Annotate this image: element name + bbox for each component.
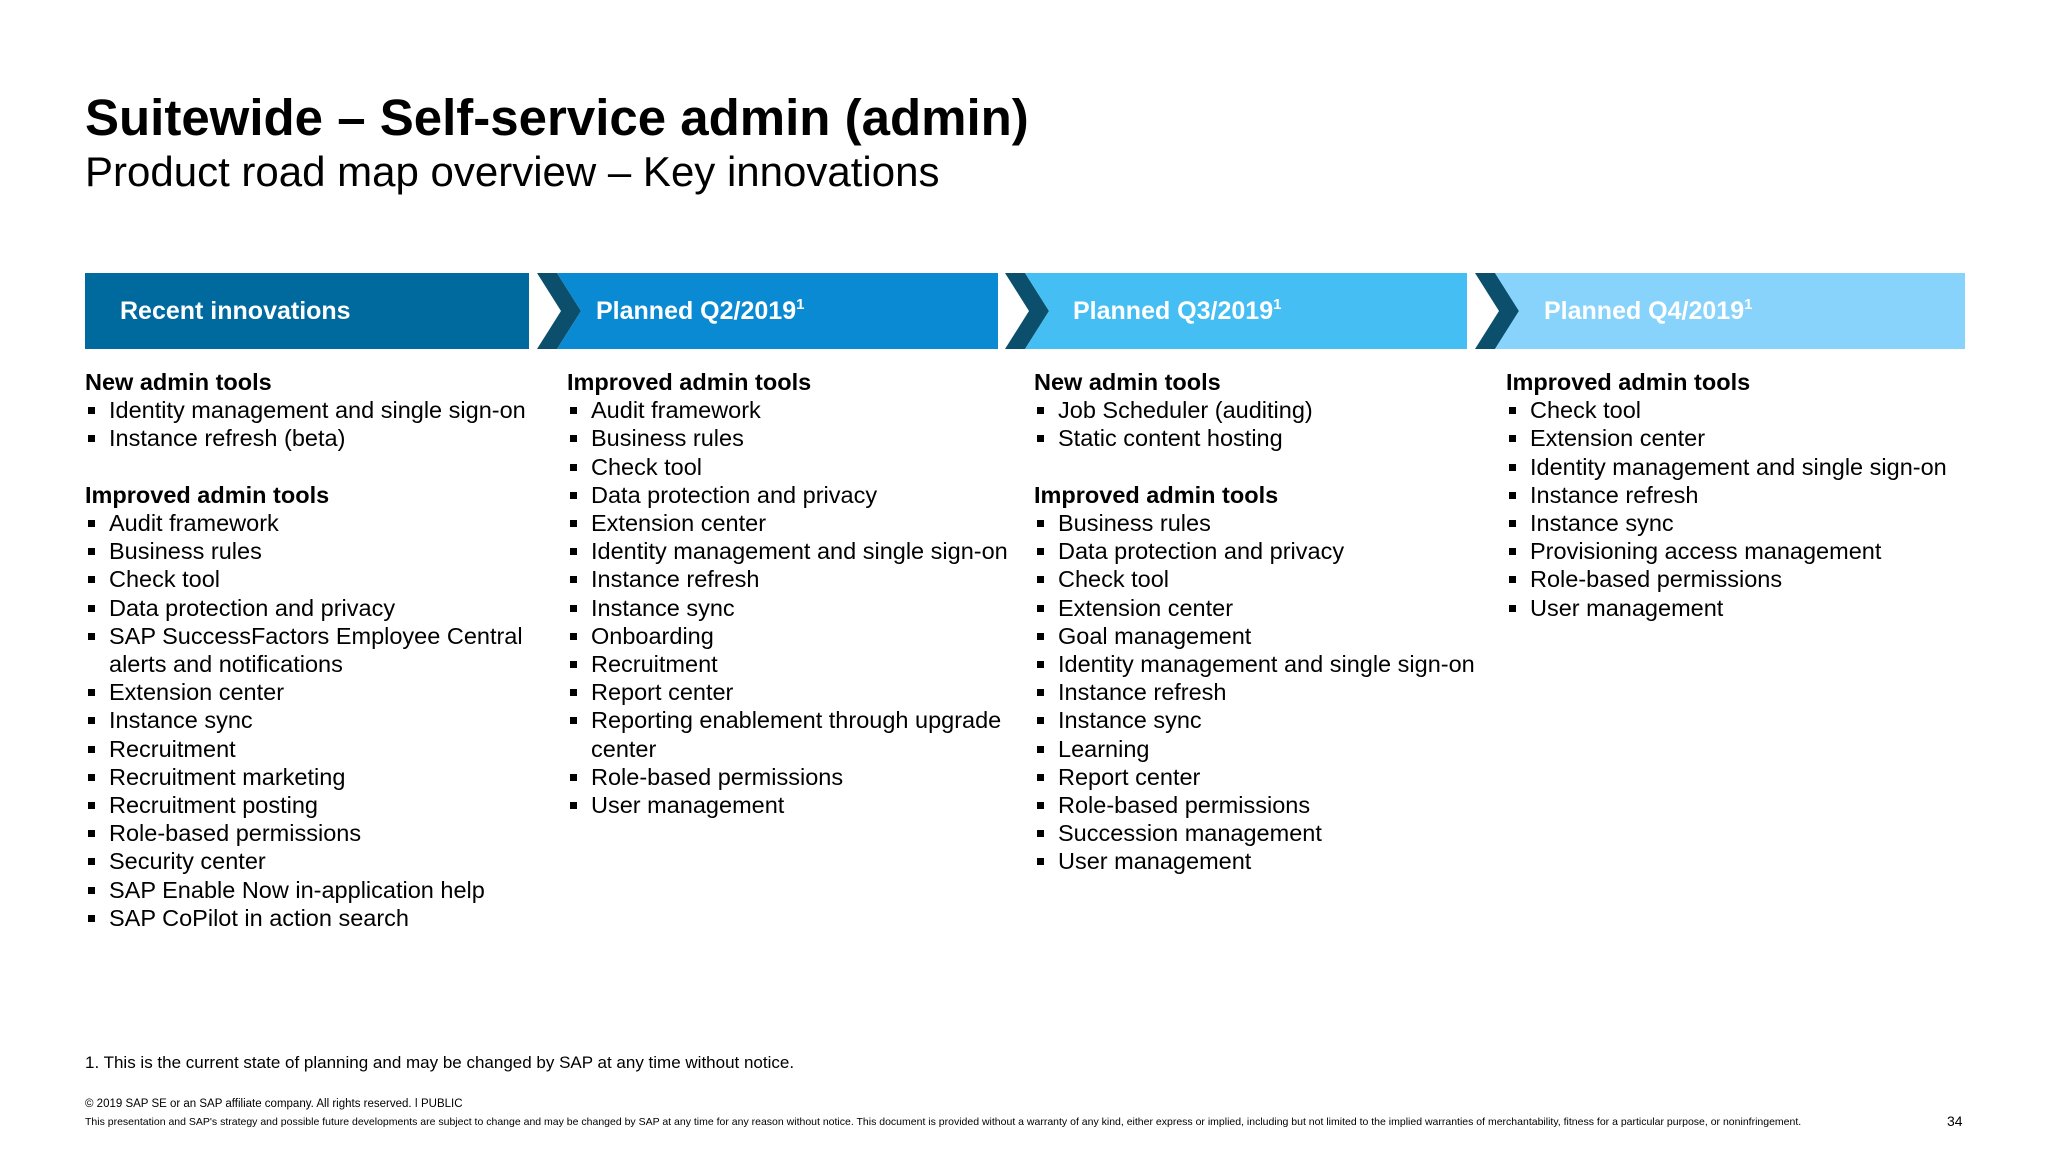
slide-subtitle: Product road map overview – Key innovati…: [85, 148, 940, 195]
phase-label-q3: Planned Q3/20191: [1073, 296, 1282, 325]
list-item: Business rules: [567, 424, 1017, 452]
list-item: Identity management and single sign-on: [1506, 453, 1976, 481]
list-item: Job Scheduler (auditing): [1034, 396, 1494, 424]
list-item: Report center: [1034, 763, 1494, 791]
list-item: Security center: [85, 847, 535, 875]
feature-list: Job Scheduler (auditing)Static content h…: [1034, 396, 1494, 452]
list-item: Data protection and privacy: [1034, 537, 1494, 565]
phase-chevrons: [85, 273, 1965, 349]
list-item: Instance refresh: [1034, 678, 1494, 706]
list-item: Identity management and single sign-on: [1034, 650, 1494, 678]
list-item: Check tool: [567, 453, 1017, 481]
list-item: Onboarding: [567, 622, 1017, 650]
list-item: Audit framework: [567, 396, 1017, 424]
list-item: Succession management: [1034, 819, 1494, 847]
list-item: Audit framework: [85, 509, 535, 537]
list-item: Recruitment: [85, 735, 535, 763]
list-item: Data protection and privacy: [567, 481, 1017, 509]
phase-arrow-2: [1005, 273, 1049, 349]
list-item: Data protection and privacy: [85, 594, 535, 622]
list-item: Role-based permissions: [567, 763, 1017, 791]
list-item: SAP Enable Now in-application help: [85, 876, 535, 904]
list-item: Instance refresh: [567, 565, 1017, 593]
phase-arrow-1: [537, 273, 581, 349]
list-item: User management: [567, 791, 1017, 819]
list-item: Business rules: [85, 537, 535, 565]
list-item: Business rules: [1034, 509, 1494, 537]
list-item: Role-based permissions: [85, 819, 535, 847]
list-item: Extension center: [567, 509, 1017, 537]
list-item: User management: [1506, 594, 1976, 622]
list-item: Check tool: [1506, 396, 1976, 424]
list-item: Recruitment: [567, 650, 1017, 678]
list-item: Instance sync: [85, 706, 535, 734]
list-item: Check tool: [1034, 565, 1494, 593]
group-title: Improved admin tools: [1034, 481, 1279, 508]
list-item: Extension center: [1034, 594, 1494, 622]
phase-label-recent: Recent innovations: [120, 297, 351, 325]
group-title: New admin tools: [1034, 369, 1221, 395]
copyright-notice: © 2019 SAP SE or an SAP affiliate compan…: [85, 1098, 463, 1110]
list-item: Instance refresh: [1506, 481, 1976, 509]
page-number: 34: [1947, 1113, 1963, 1129]
roadmap-phase-bar: Recent innovations Planned Q2/20191 Plan…: [85, 273, 1965, 349]
group-title: Improved admin tools: [85, 481, 330, 508]
list-item: Recruitment marketing: [85, 763, 535, 791]
phase-block-q4: [1495, 273, 1965, 349]
list-item: Check tool: [85, 565, 535, 593]
list-item: Role-based permissions: [1506, 565, 1976, 593]
list-item: Role-based permissions: [1034, 791, 1494, 819]
legal-disclaimer: This presentation and SAP's strategy and…: [85, 1116, 1802, 1128]
slide-title: Suitewide – Self-service admin (admin): [85, 89, 1029, 146]
list-item: Instance sync: [1506, 509, 1976, 537]
list-item: Instance sync: [567, 594, 1017, 622]
list-item: Identity management and single sign-on: [567, 537, 1017, 565]
phase-block-recent: [85, 273, 529, 349]
phase-arrow-3: [1475, 273, 1519, 349]
list-item: Learning: [1034, 735, 1494, 763]
list-item: User management: [1034, 847, 1494, 875]
list-item: Reporting enablement through upgrade cen…: [567, 706, 1017, 762]
group-title: Improved admin tools: [567, 369, 812, 395]
list-item: Recruitment posting: [85, 791, 535, 819]
list-item: Provisioning access management: [1506, 537, 1976, 565]
list-item: Extension center: [85, 678, 535, 706]
list-item: Instance sync: [1034, 706, 1494, 734]
group-title: New admin tools: [85, 369, 272, 395]
list-item: SAP SuccessFactors Employee Central aler…: [85, 622, 535, 678]
list-item: Report center: [567, 678, 1017, 706]
list-item: Instance refresh (beta): [85, 424, 535, 452]
phase-block-q2: [557, 273, 998, 349]
footnote: 1. This is the current state of planning…: [85, 1053, 795, 1072]
list-item: Goal management: [1034, 622, 1494, 650]
list-item: Identity management and single sign-on: [85, 396, 535, 424]
list-item: Extension center: [1506, 424, 1976, 452]
group-title: Improved admin tools: [1506, 369, 1751, 395]
phase-label-q4: Planned Q4/20191: [1544, 296, 1753, 325]
list-item: SAP CoPilot in action search: [85, 904, 535, 932]
phase-label-q2: Planned Q2/20191: [596, 296, 805, 325]
list-item: Static content hosting: [1034, 424, 1494, 452]
phase-block-q3: [1025, 273, 1467, 349]
